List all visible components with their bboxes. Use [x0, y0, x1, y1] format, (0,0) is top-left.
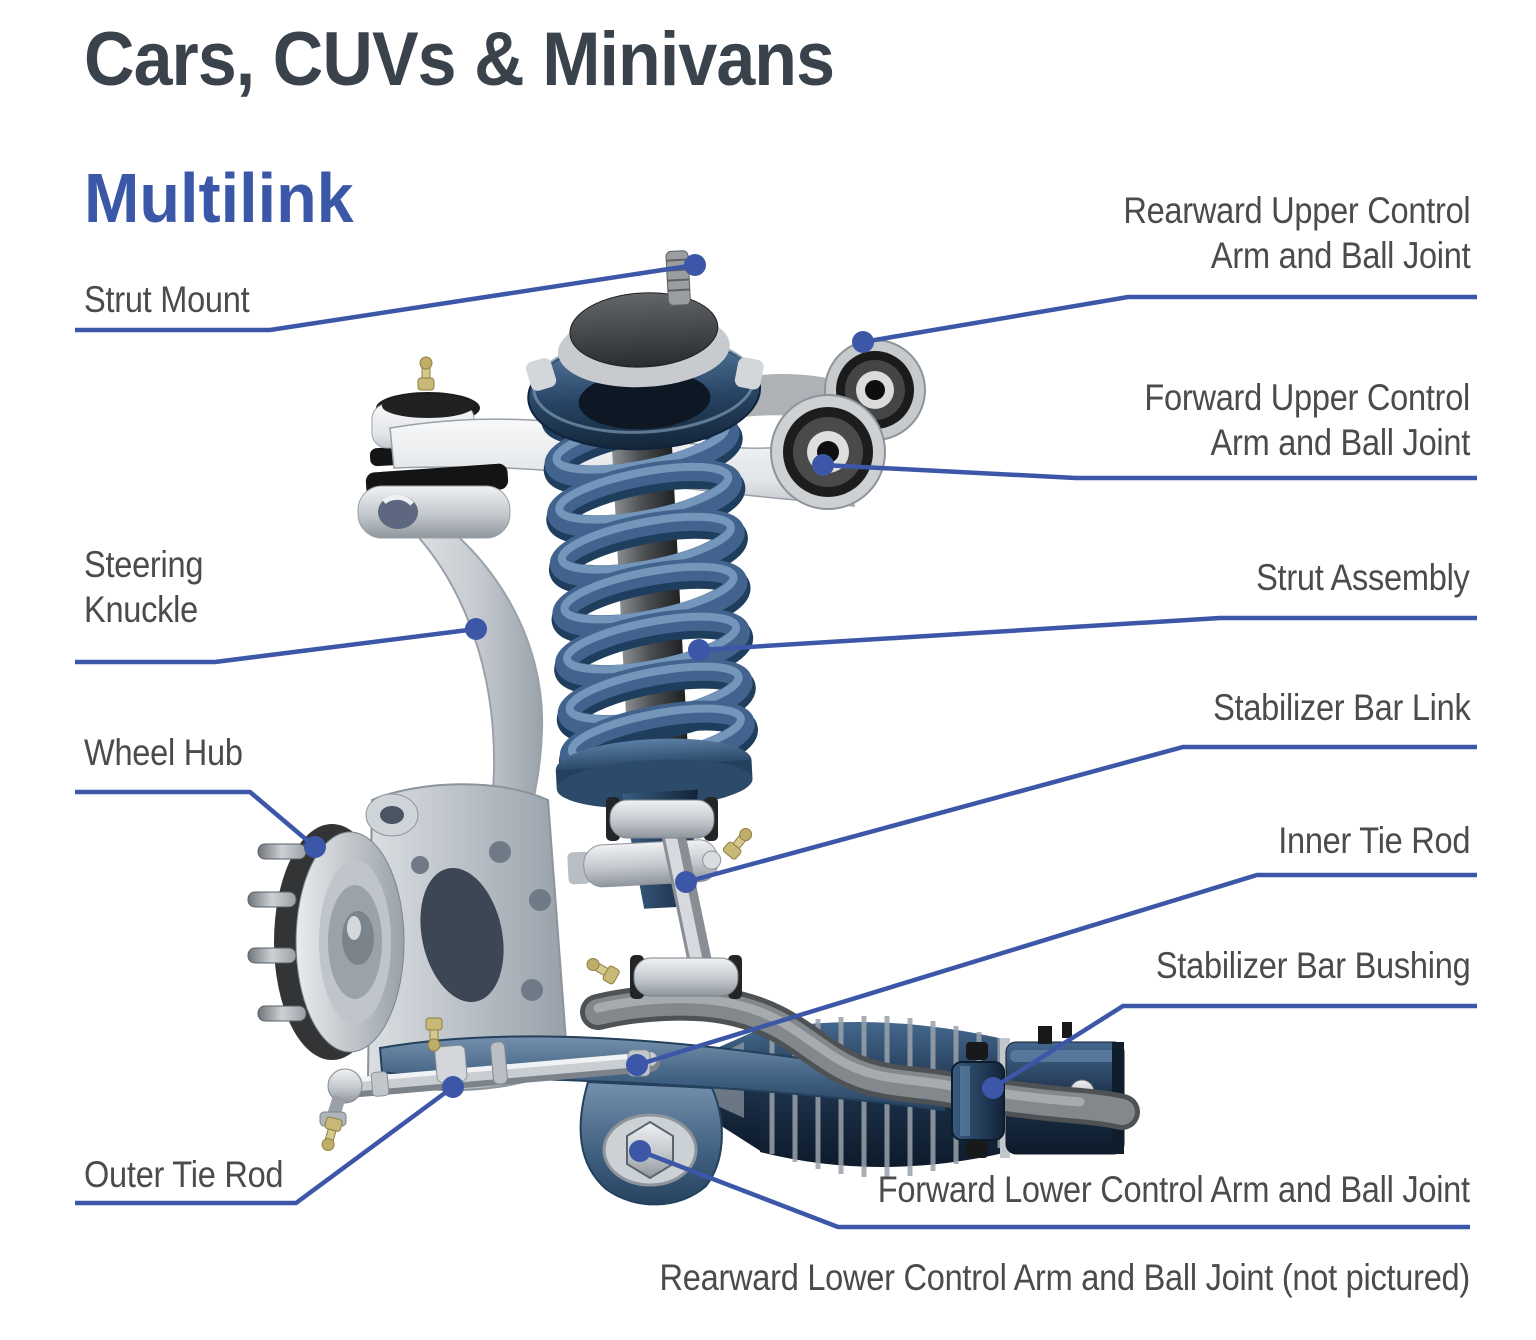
link-top-bushing — [609, 799, 715, 839]
knuckle-clevis-hole — [378, 495, 418, 529]
outer-tie-rod-end — [327, 1068, 363, 1104]
dot-outer-tie-rod — [442, 1076, 464, 1098]
tie-rod — [319, 1041, 660, 1127]
label-steering-knuckle: Steering Knuckle — [84, 544, 204, 630]
upper-arm-bushing-top — [382, 394, 474, 418]
label-inner-tie-rod: Inner Tie Rod — [1277, 820, 1470, 861]
leader-steering-knuckle — [75, 626, 477, 665]
label-stabilizer-bar-link: Stabilizer Bar Link — [1212, 687, 1471, 728]
leader-inner-tie-rod — [636, 872, 1477, 1068]
page-subtitle: Multilink — [84, 159, 354, 237]
wheel-studs — [247, 843, 307, 1022]
dot-strut-mount — [684, 254, 706, 276]
wheel-hub — [247, 824, 405, 1060]
grease-fitting-link-bottom — [586, 958, 620, 985]
dot-forward-upper — [812, 454, 834, 476]
label-rearward-lower: Rearward Lower Control Arm and Ball Join… — [659, 1257, 1471, 1298]
clevis-bolt — [702, 850, 722, 870]
dot-forward-lower — [629, 1140, 651, 1162]
spring-seat-bottom — [556, 759, 753, 809]
link-bottom-bushing — [633, 957, 739, 997]
rack-fitting-b — [1062, 1022, 1072, 1038]
strut-mount — [525, 250, 764, 451]
tie-rod-clamp — [490, 1041, 508, 1085]
forward-upper-bushing — [770, 394, 886, 510]
leader-stabilizer-bar-bushing — [991, 1003, 1477, 1090]
stabilizer-bar-link — [606, 797, 742, 999]
grease-fitting-upper-arm — [417, 356, 435, 391]
label-stabilizer-bar-bushing: Stabilizer Bar Bushing — [1155, 945, 1470, 986]
leader-strut-mount — [75, 262, 696, 333]
dot-wheel-hub — [304, 836, 326, 858]
label-strut-assembly: Strut Assembly — [1256, 557, 1471, 598]
grease-fitting-tie-rod-end — [321, 1116, 343, 1151]
page-title: Cars, CUVs & Minivans — [84, 17, 835, 102]
leader-wheel-hub — [75, 789, 317, 849]
tie-rod-jam-nut — [370, 1071, 390, 1097]
label-rearward-upper: Rearward Upper Control Arm and Ball Join… — [1122, 190, 1470, 276]
dot-rearward-upper — [852, 331, 874, 353]
lower-control-arm — [378, 1035, 952, 1206]
dot-inner-tie-rod — [626, 1054, 648, 1076]
grease-fitting-knuckle — [425, 1017, 443, 1052]
leader-lines — [75, 262, 1477, 1230]
leader-strut-assembly — [698, 615, 1477, 653]
leader-stabilizer-bar-link — [685, 744, 1477, 885]
label-outer-tie-rod: Outer Tie Rod — [84, 1154, 284, 1195]
knuckle-clevis-highlight — [382, 494, 414, 506]
dot-stabilizer-bar-link — [675, 871, 697, 893]
leader-forward-lower — [639, 1148, 1470, 1230]
steering-knuckle — [357, 463, 544, 1049]
label-forward-upper: Forward Upper Control Arm and Ball Joint — [1144, 377, 1470, 463]
leader-dots — [304, 254, 1004, 1162]
grease-fittings — [321, 356, 753, 1151]
label-forward-lower: Forward Lower Control Arm and Ball Joint — [877, 1169, 1470, 1210]
rack-highlight — [1010, 1050, 1120, 1062]
grease-fitting-link-top — [722, 828, 753, 860]
rack-fitting-a — [1038, 1026, 1052, 1044]
label-strut-mount: Strut Mount — [84, 279, 250, 320]
dot-steering-knuckle — [465, 618, 487, 640]
dot-stabilizer-bar-bushing — [982, 1077, 1004, 1099]
label-wheel-hub: Wheel Hub — [84, 732, 243, 773]
leader-outer-tie-rod — [75, 1085, 455, 1206]
plate-oval-hole — [420, 867, 504, 1003]
leader-forward-upper — [822, 462, 1477, 481]
leader-rearward-upper — [862, 294, 1477, 345]
dot-strut-assembly — [688, 639, 710, 661]
